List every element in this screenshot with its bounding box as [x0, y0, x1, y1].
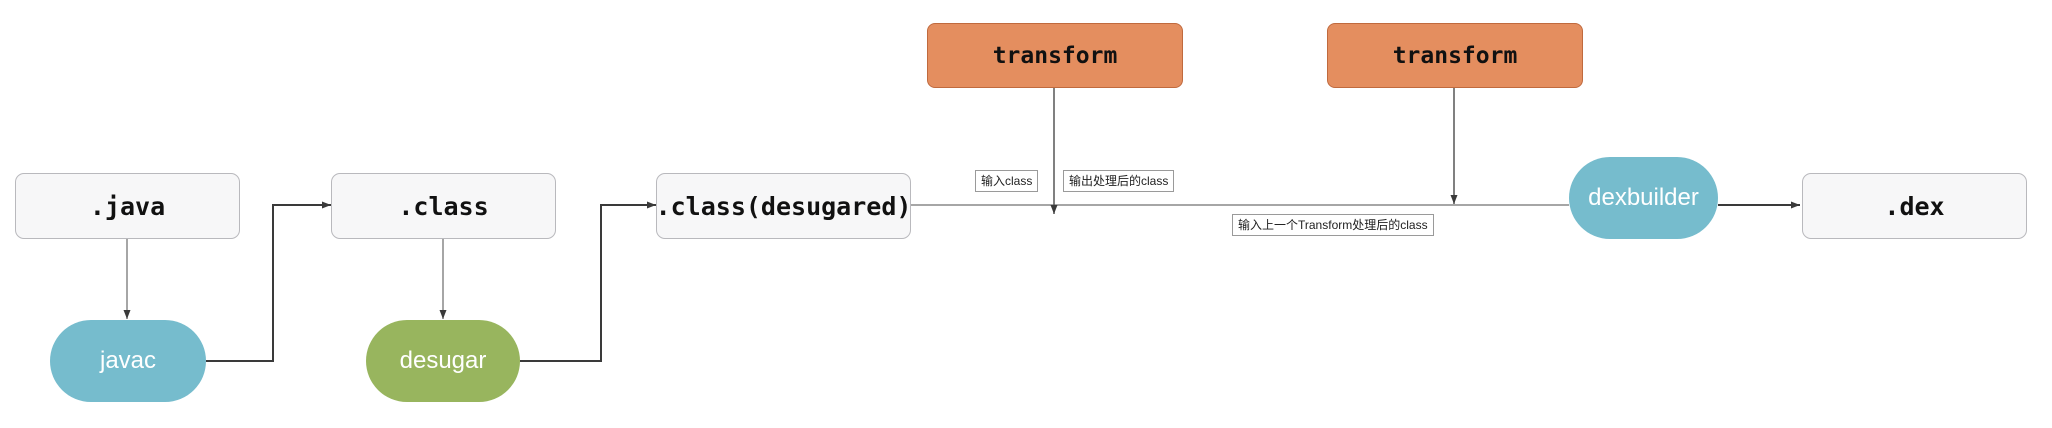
- label-input-class: 输入class: [975, 170, 1039, 192]
- node-dexbuilder: dexbuilder: [1569, 157, 1718, 239]
- node-class: .class: [331, 173, 556, 239]
- connector-javac-to-class: [206, 201, 331, 362]
- label-output-processed-class: 输出处理后的class: [1063, 170, 1175, 192]
- node-javac: javac: [50, 320, 206, 402]
- node-transform-2: transform: [1327, 23, 1583, 88]
- node-java: .java: [15, 173, 240, 239]
- node-dex: .dex: [1802, 173, 2027, 239]
- node-class-desugared: .class(desugared): [656, 173, 911, 239]
- label-input-previous-transform-class: 输入上一个Transform处理后的class: [1232, 214, 1434, 236]
- node-desugar: desugar: [366, 320, 520, 402]
- node-transform-1: transform: [927, 23, 1183, 88]
- connector-desugar-to-desugared: [520, 201, 656, 362]
